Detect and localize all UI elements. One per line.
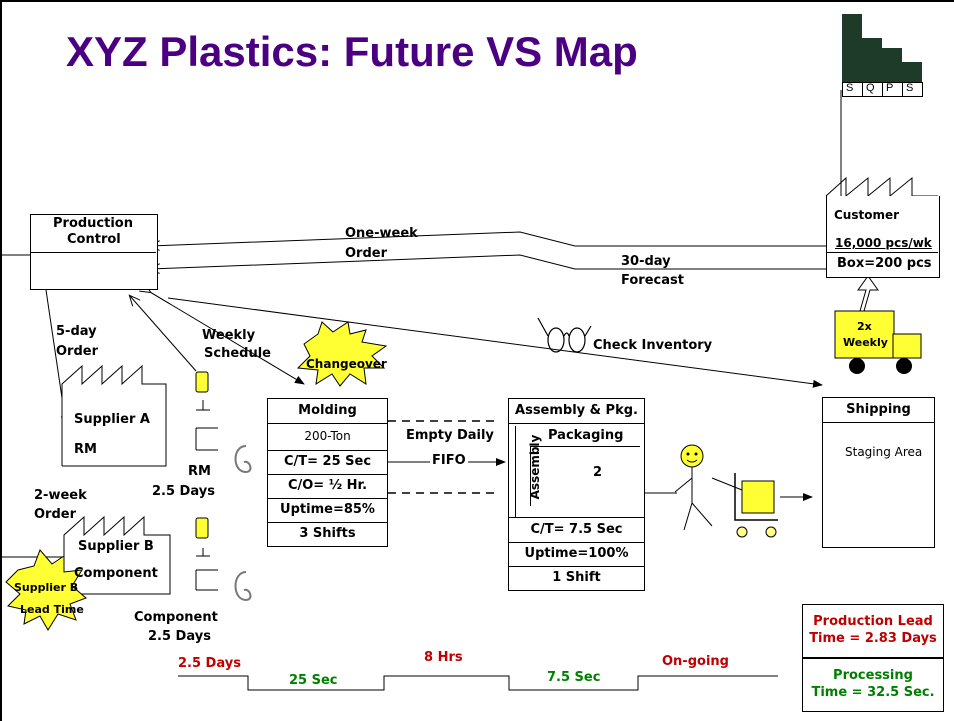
operator-count: 2 [593, 465, 602, 480]
assembly-uptime: Uptime=100% [508, 542, 645, 567]
shipping-staging-box: Staging Area [822, 422, 935, 548]
molding-uptime: Uptime=85% [267, 498, 388, 523]
component-inventory-days: 2.5 Days [148, 629, 211, 644]
empty-daily-label: Empty Daily [406, 428, 494, 443]
production-control-label: Production [53, 216, 133, 231]
processing-time-box: Processing Time = 32.5 Sec. [802, 658, 944, 712]
timeline-process-2: 7.5 Sec [547, 670, 600, 685]
production-control-box: Production Control [30, 214, 158, 290]
customer-demand: 16,000 pcs/wk [835, 236, 932, 250]
shipping-title: Shipping [822, 397, 935, 423]
forecast-label: Forecast [621, 273, 684, 288]
production-lead-time-label: Production Lead [803, 614, 943, 629]
molding-changeover: C/O= ½ Hr. [267, 474, 388, 499]
component-inventory-label: Component [134, 610, 218, 625]
production-lead-time-box: Production Lead Time = 2.83 Days [802, 604, 944, 658]
assembly-cycle-time: C/T= 7.5 Sec [508, 517, 645, 543]
supplier-b-lead-time-label: Lead Time [20, 603, 84, 616]
five-day-order-label: 5-day [56, 324, 97, 339]
molding-shifts: 3 Shifts [267, 522, 388, 547]
weekly-schedule-label: Schedule [204, 346, 271, 361]
assembly-inner-box [515, 426, 517, 518]
changeover-burst-label: Changeover [306, 357, 387, 371]
supplier-b-label: Supplier B [78, 539, 154, 554]
two-week-order-label: Order [34, 507, 76, 522]
supplier-a-material: RM [74, 442, 97, 457]
fifo-label: FIFO [430, 453, 468, 468]
staging-area-label: Staging Area [845, 445, 922, 459]
molding-tonnage: 200-Ton [267, 423, 388, 451]
customer-label: Customer [834, 208, 899, 222]
timeline-process-1: 25 Sec [289, 673, 338, 688]
processing-time-value: Time = 32.5 Sec. [803, 685, 943, 700]
molding-title: Molding [267, 398, 388, 424]
timeline-wait-2: 8 Hrs [424, 650, 463, 665]
five-day-order-label: Order [56, 344, 98, 359]
assembly-vertical-label: Assembly [528, 412, 542, 522]
one-week-order-label: One-week [345, 226, 418, 241]
customer-box: Customer 16,000 pcs/wk Box=200 pcs [826, 196, 940, 278]
supplier-b-material: Component [74, 566, 158, 581]
assembly-shift: 1 Shift [508, 566, 645, 591]
one-week-order-label: Order [345, 246, 387, 261]
molding-cycle-time: C/T= 25 Sec [267, 450, 388, 475]
production-control-label: Control [67, 232, 121, 247]
production-lead-time-value: Time = 2.83 Days [803, 631, 943, 646]
truck-frequency-label: Weekly [843, 336, 888, 349]
timeline-wait-3: On-going [662, 654, 729, 669]
forecast-label: 30-day [621, 254, 671, 269]
check-inventory-label: Check Inventory [593, 338, 712, 353]
two-week-order-label: 2-week [34, 488, 87, 503]
weekly-schedule-label: Weekly [202, 328, 255, 343]
rm-inventory-label: RM [188, 464, 211, 479]
processing-time-label: Processing [803, 668, 943, 683]
rm-inventory-days: 2.5 Days [152, 484, 215, 499]
supplier-a-label: Supplier A [74, 412, 150, 427]
timeline-wait-1: 2.5 Days [178, 656, 241, 671]
customer-box-qty: Box=200 pcs [837, 256, 932, 271]
packaging-label: Packaging [548, 428, 623, 443]
truck-frequency-label: 2x [857, 320, 872, 333]
supplier-b-lead-time-label: Supplier B [14, 581, 78, 594]
